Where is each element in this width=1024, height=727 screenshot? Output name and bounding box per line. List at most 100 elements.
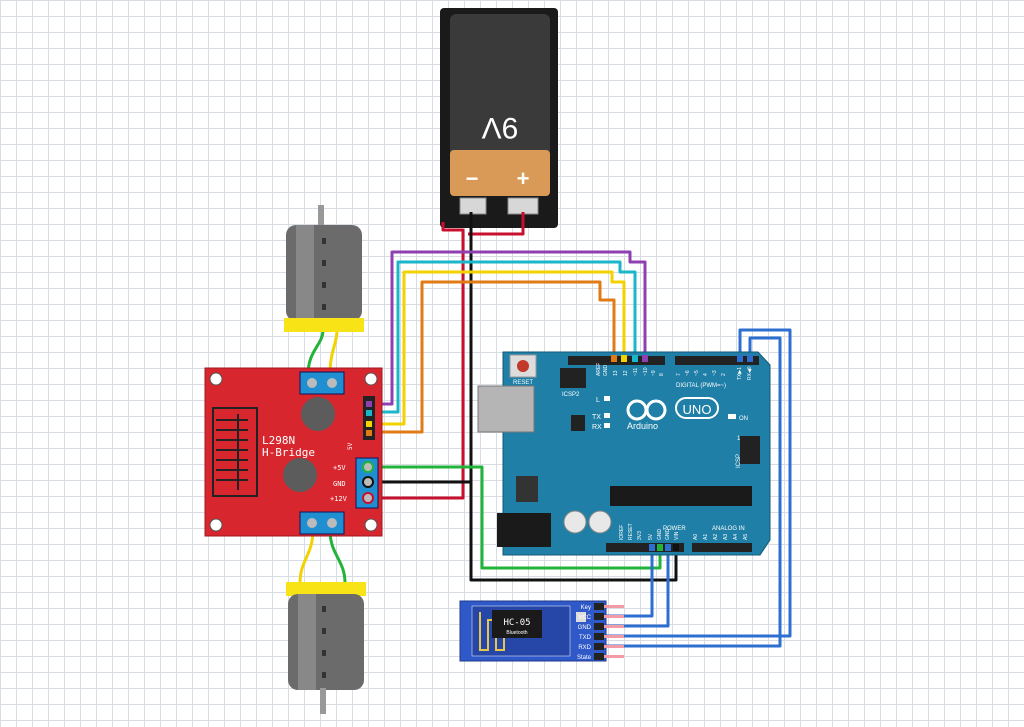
- arduino-analog-header: [692, 543, 752, 552]
- arduino-logo: [626, 399, 667, 421]
- wire-in4-orange: [374, 280, 616, 434]
- arduino-atmega-chip: [610, 486, 752, 506]
- pin-label-7: 7: [676, 373, 682, 376]
- battery-9v: 9V − +: [440, 8, 558, 228]
- pin-label-reset: RESET: [628, 523, 634, 540]
- hc05-pin-rxd: RXD: [578, 645, 591, 651]
- pin-label-8: 8: [659, 373, 665, 376]
- pin-label-a3: A3: [723, 534, 729, 540]
- arduino-power-label: POWER: [663, 526, 686, 532]
- wire-in1-purple: [374, 250, 647, 406]
- arduino-uno: RESET ICSP2 AREF GND 13 12 ~11 ~10 ~9 8 …: [477, 351, 771, 556]
- hbridge-pin-gnd: GND: [333, 480, 346, 488]
- motor-highlight: [296, 225, 314, 321]
- wire-bt-txd: [606, 328, 792, 638]
- arduino-digital-pin-labels: AREF GND 13 12 ~11 ~10 ~9 8 7 ~6 ~5 4 ~3…: [596, 363, 753, 380]
- motor-endcap: [284, 318, 364, 332]
- battery-plus-label: +: [517, 166, 530, 191]
- arduino-model-label: UNO: [683, 402, 712, 417]
- wire-motor2-b: [328, 529, 347, 584]
- wire-in3-yellow: [374, 270, 626, 426]
- pin-label-12: 12: [623, 370, 629, 376]
- arduino-led-l-label: L: [596, 397, 600, 404]
- pin-label-a0: A0: [693, 534, 699, 540]
- wire-battery-plus-bridge: [468, 212, 525, 236]
- pin-label-4: 4: [703, 373, 709, 376]
- hc05-pin-state: State: [577, 655, 592, 661]
- wire-bt-gnd: [606, 548, 670, 628]
- pin-label-13: 13: [613, 370, 619, 376]
- hbridge-pin-12v: +12V: [330, 495, 348, 503]
- battery-voltage-label: 9V: [482, 111, 519, 144]
- motor-shaft: [318, 205, 324, 231]
- wire-hbridge-5v: [374, 465, 662, 570]
- hbridge-capacitor-1: [301, 397, 335, 431]
- motor-endcap: [286, 582, 366, 596]
- pin-label-6: ~6: [685, 370, 691, 376]
- hc05-pin-header: [594, 603, 624, 660]
- wire-battery-negative: [469, 212, 678, 582]
- hbridge-title-line2: H-Bridge: [262, 446, 315, 459]
- wires: [298, 212, 792, 648]
- hc05-sub-label: Bluetooth: [506, 630, 527, 636]
- arduino-uno-badge: [675, 397, 719, 419]
- pin-label-11: ~11: [633, 368, 639, 376]
- pin-label-ioref: IOREF: [619, 525, 625, 540]
- hc05-bluetooth-module: HC-05 Bluetooth Key VCC GND TXD RXD Stat…: [459, 600, 624, 662]
- pin-label-gnd-power-2: GND: [665, 529, 671, 541]
- arduino-usb-chip: [571, 415, 585, 431]
- arduino-capacitor-1: [563, 510, 587, 534]
- arduino-brand-label: Arduino: [627, 421, 658, 431]
- l298n-hbridge: L298N H-Bridge +5V GND +12V 5V: [204, 367, 383, 537]
- arduino-power-header: [606, 543, 684, 552]
- arduino-icsp-header: [740, 436, 760, 464]
- arduino-on-label: ON: [739, 416, 748, 422]
- arduino-voltage-regulator: [516, 476, 538, 502]
- hbridge-title-line1: L298N: [262, 434, 295, 447]
- hbridge-motor-b-terminal: [299, 511, 345, 535]
- pin-label-aref: AREF: [596, 363, 602, 376]
- pin-label-10: ~10: [643, 367, 649, 376]
- arduino-icsp-one: 1: [737, 436, 741, 442]
- wire-motor2-a: [298, 529, 315, 584]
- hbridge-pin-5v: +5V: [333, 464, 346, 472]
- hc05-pin-vcc: VCC: [578, 615, 591, 621]
- pin-label-2: 2: [721, 373, 727, 376]
- battery-copper-band: [450, 150, 550, 196]
- arduino-capacitor-2: [588, 510, 612, 534]
- motor-shaft: [320, 688, 326, 714]
- arduino-reset-label: RESET: [513, 380, 533, 386]
- hbridge-heatsink: [212, 407, 258, 497]
- hc05-chip: [492, 610, 542, 638]
- arduino-led-rx-label: RX: [592, 424, 602, 431]
- arduino-icsp2-header: [560, 368, 586, 388]
- pin-label-a1: A1: [703, 534, 709, 540]
- pin-label-5: ~5: [694, 370, 700, 376]
- arduino-icsp2-label: ICSP2: [562, 392, 580, 398]
- pin-label-a4: A4: [733, 534, 739, 540]
- arduino-power-pin-labels: IOREF RESET 3V3 5V GND GND VIN A0 A1 A2 …: [619, 523, 749, 540]
- pin-label-5v: 5V: [648, 533, 654, 540]
- dc-motor-bottom: [286, 582, 366, 714]
- arduino-digital-label: DIGITAL (PWM=~): [676, 383, 726, 389]
- battery-minus-label: −: [466, 166, 479, 191]
- pin-label-a5: A5: [743, 534, 749, 540]
- arduino-wire-endpoints: [611, 355, 753, 551]
- arduino-usb-port: [477, 385, 535, 433]
- arduino-power-jack: [497, 513, 551, 547]
- arduino-led-tx-label: TX: [592, 414, 601, 421]
- hbridge-motor-a-terminal: [299, 371, 345, 395]
- hbridge-board: [204, 367, 383, 537]
- hc05-pin-labels: Key VCC GND TXD RXD State: [577, 605, 592, 661]
- hc05-model-label: HC-05: [503, 618, 530, 628]
- arduino-icsp-label: ICSP: [736, 454, 742, 468]
- pin-label-vin: VIN: [674, 531, 680, 540]
- pin-label-gnd-power-1: GND: [657, 529, 663, 541]
- pin-label-3v3: 3V3: [637, 531, 643, 540]
- arduino-digital-header-2: [675, 356, 759, 365]
- pin-label-9: ~9: [651, 370, 657, 376]
- hc05-pin-gnd: GND: [578, 625, 592, 631]
- wire-in2-cyan: [374, 260, 637, 414]
- wire-bt-rxd: [606, 336, 782, 648]
